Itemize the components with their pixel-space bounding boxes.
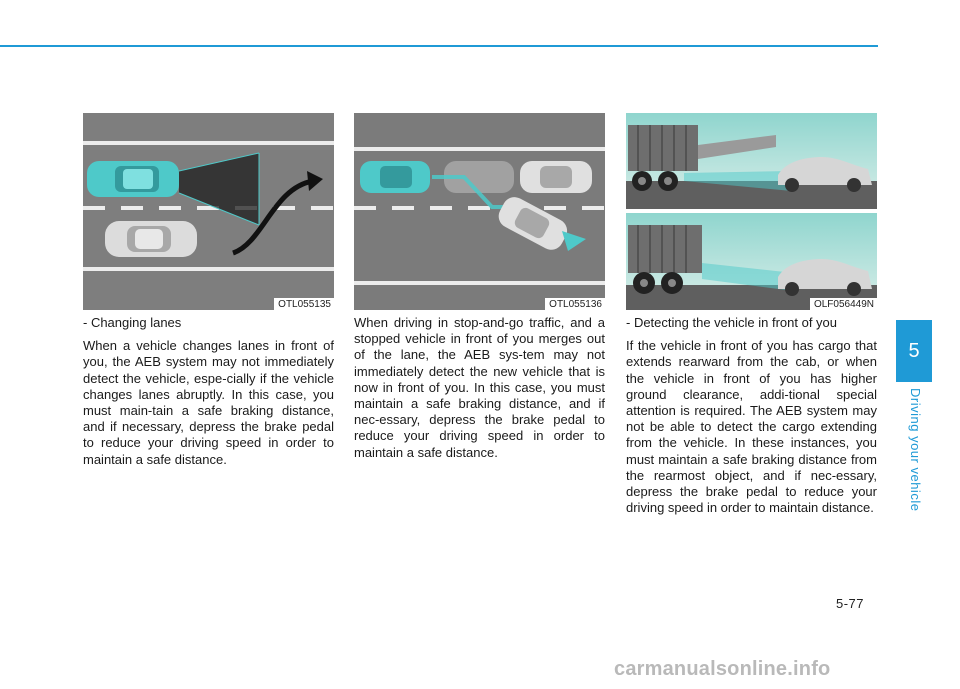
column-body: When driving in stop-and-go traffic, and…: [354, 315, 605, 460]
merge-arrow-icon: [562, 231, 586, 251]
section-title: Driving your vehicle: [908, 388, 923, 512]
figure-code: OTL055136: [545, 298, 605, 310]
column-lead: - Changing lanes: [83, 315, 182, 330]
figure-code: OLF056449N: [809, 298, 877, 310]
column-cargo-vehicle: - Detecting the vehicle in front of you …: [626, 315, 877, 523]
figure-cargo-vehicle: OLF056449N: [626, 113, 877, 310]
column-lead: - Detecting the vehicle in front of you: [626, 315, 838, 330]
column-body: If the vehicle in front of you has cargo…: [626, 338, 877, 516]
merging-out-vehicle: [498, 197, 568, 250]
column-changing-lanes: - Changing lanes When a vehicle changes …: [83, 315, 334, 475]
column-stop-and-go: When driving in stop-and-go traffic, and…: [354, 315, 605, 468]
dump-truck: [628, 225, 702, 273]
lane-change-arrow-icon: [307, 171, 323, 191]
own-vehicle: [778, 259, 872, 289]
figure-stop-and-go: OTL055136: [354, 113, 605, 310]
cargo-vehicle-illustration: [626, 113, 877, 310]
watermark: carmanualsonline.info: [614, 658, 831, 680]
figure-code: OTL055135: [274, 298, 334, 310]
section-number-tab: 5: [896, 320, 932, 382]
header-rule: [0, 45, 878, 47]
stop-and-go-illustration: [354, 113, 605, 310]
column-body: When a vehicle changes lanes in front of…: [83, 338, 334, 467]
changing-lanes-illustration: [83, 113, 334, 310]
own-vehicle: [778, 157, 872, 185]
page-number: 5-77: [836, 596, 865, 611]
figure-changing-lanes: OTL055135: [83, 113, 334, 310]
